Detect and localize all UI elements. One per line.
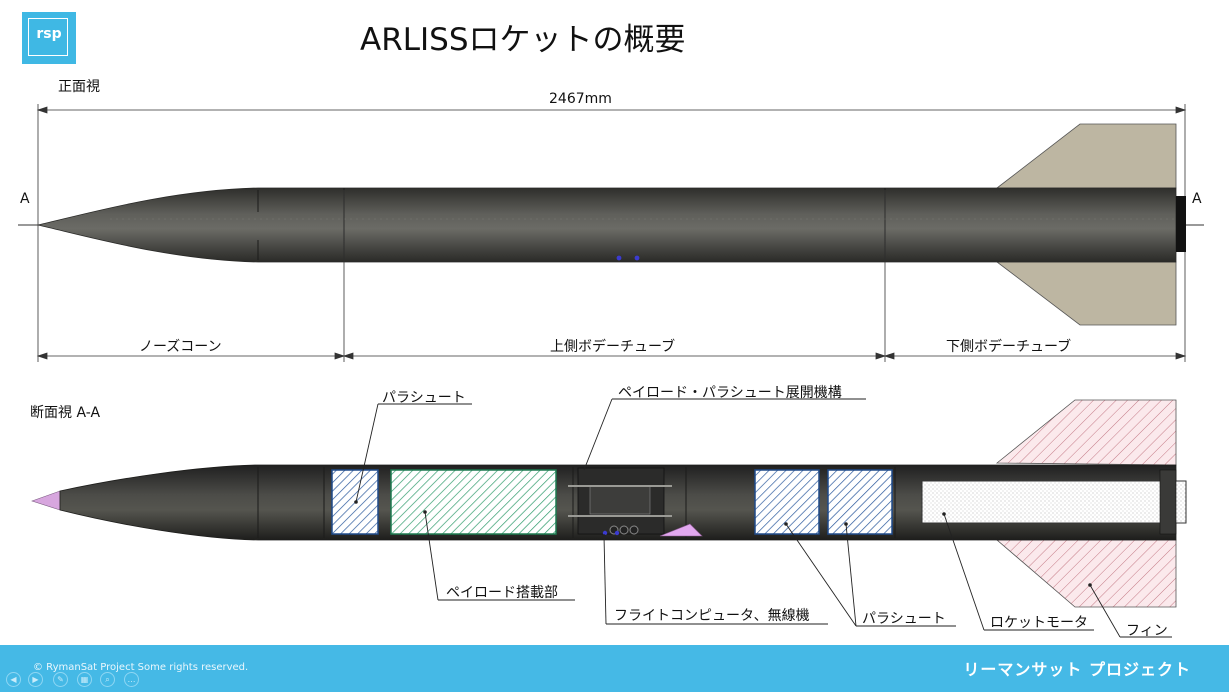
callout-deploy-mechanism: ペイロード・パラシュート展開機構 xyxy=(618,385,842,401)
logo-frame xyxy=(28,18,68,56)
section-view-label: 断面視 A-A xyxy=(30,405,101,421)
more-options-icon[interactable]: … xyxy=(124,672,139,687)
front-view-label: 正面視 xyxy=(58,79,100,95)
motor-nozzle xyxy=(1176,196,1186,252)
lower-body-tube-label: 下側ボデーチューブ xyxy=(946,339,1072,355)
rocket-motor-box xyxy=(921,480,1187,524)
zoom-icon[interactable]: ⌕ xyxy=(100,672,115,687)
slides-icon[interactable]: ▦ xyxy=(77,672,92,687)
nose-tip xyxy=(31,490,61,511)
brand-text: リーマンサット プロジェクト xyxy=(963,660,1191,679)
callout-payload-bay: ペイロード搭載部 xyxy=(446,585,558,601)
page-title: ARLISSロケットの概要 xyxy=(360,22,686,58)
logo-text: rsp xyxy=(36,26,62,42)
lower-fin xyxy=(995,261,1177,326)
pen-icon[interactable]: ✎ xyxy=(53,672,68,687)
upper-fin xyxy=(995,123,1177,189)
callout-flight-computer: フライトコンピュータ、無線機 xyxy=(614,608,810,624)
next-slide-icon[interactable]: ▶ xyxy=(28,672,43,687)
nose-cone-label: ノーズコーン xyxy=(139,339,222,355)
callout-rocket-motor: ロケットモータ xyxy=(990,615,1088,631)
callout-parachute-bottom: パラシュート xyxy=(862,611,946,627)
callout-parachute-top: パラシュート xyxy=(382,390,466,406)
prev-slide-icon[interactable]: ◀ xyxy=(6,672,21,687)
parachute-bottom-box-2 xyxy=(827,469,893,535)
fin-section-upper xyxy=(995,399,1177,466)
footer-bar xyxy=(0,645,1229,692)
rocket-body-front xyxy=(37,187,1177,263)
callout-fin: フィン xyxy=(1126,623,1168,639)
upper-body-tube-label: 上側ボデーチューブ xyxy=(550,339,676,355)
section-dimension-lines xyxy=(36,190,1187,362)
payload-bay-box xyxy=(390,469,557,535)
section-mark-left: A xyxy=(20,191,30,207)
copyright-text: © RymanSat Project Some rights reserved. xyxy=(33,662,249,673)
callout-leaders xyxy=(355,398,1172,638)
rsp-logo: rsp xyxy=(22,12,76,64)
section-mark-right: A xyxy=(1192,191,1202,207)
screw xyxy=(634,255,640,261)
screw xyxy=(616,255,622,261)
total-length-label: 2467mm xyxy=(549,91,612,107)
fin-section-lower xyxy=(995,539,1177,608)
deploy-mechanism xyxy=(568,467,703,537)
